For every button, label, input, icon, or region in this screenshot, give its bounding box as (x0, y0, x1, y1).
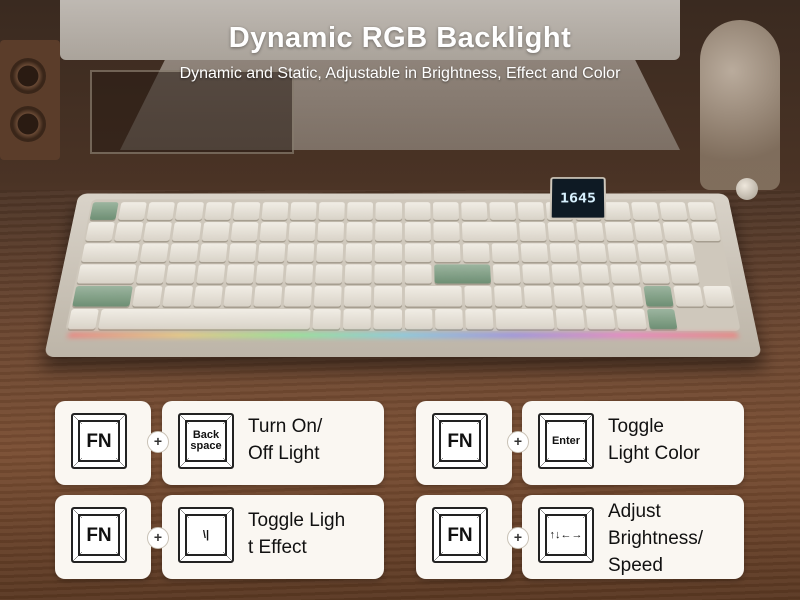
fn-keycap-icon: FN (432, 507, 488, 563)
keyboard-case (44, 193, 762, 357)
fn-keycap-icon: FN (432, 413, 488, 469)
monitor (60, 0, 680, 60)
fn-key-card: FN (55, 495, 151, 579)
page-title: Dynamic RGB Backlight (228, 22, 572, 54)
plus-icon: + (147, 431, 169, 453)
fn-keycap-icon: FN (71, 507, 127, 563)
fn-keycap-icon: FN (71, 413, 127, 469)
keyboard-image: 1645 (44, 152, 762, 357)
keyboard-screen: 1645 (549, 177, 607, 220)
sculpture (700, 20, 780, 190)
plus-icon: + (507, 527, 529, 549)
tube-amplifier (90, 70, 294, 154)
enter-keycap-icon: Enter (538, 413, 594, 469)
plus-icon: + (507, 431, 529, 453)
fn-key-card: FN (416, 401, 512, 485)
page-subtitle: Dynamic and Static, Adjustable in Bright… (179, 65, 621, 82)
shortcut-description: Adjust Brightness/ Speed (608, 501, 704, 576)
arrow-keys-keycap-icon: ↑↓←→ (538, 507, 594, 563)
shortcut-card-power: Back space Turn On/ Off Light (162, 401, 384, 485)
plus-icon: + (147, 527, 169, 549)
keycaps (67, 202, 739, 330)
fn-key-card: FN (416, 495, 512, 579)
backspace-keycap-icon: Back space (178, 413, 234, 469)
shortcut-card-brightness: ↑↓←→ Adjust Brightness/ Speed (522, 495, 744, 579)
shortcut-description: Toggle Ligh t Effect (248, 510, 346, 558)
shortcut-description: Toggle Light Color (608, 416, 700, 464)
speaker (0, 40, 60, 160)
shortcut-card-effect: \| Toggle Ligh t Effect (162, 495, 384, 579)
fn-key-card: FN (55, 401, 151, 485)
volume-knob (736, 178, 758, 200)
shortcut-card-color: Enter Toggle Light Color (522, 401, 744, 485)
shortcut-description: Turn On/ Off Light (248, 416, 323, 464)
rgb-underglow (67, 332, 739, 338)
backslash-keycap-icon: \| (178, 507, 234, 563)
